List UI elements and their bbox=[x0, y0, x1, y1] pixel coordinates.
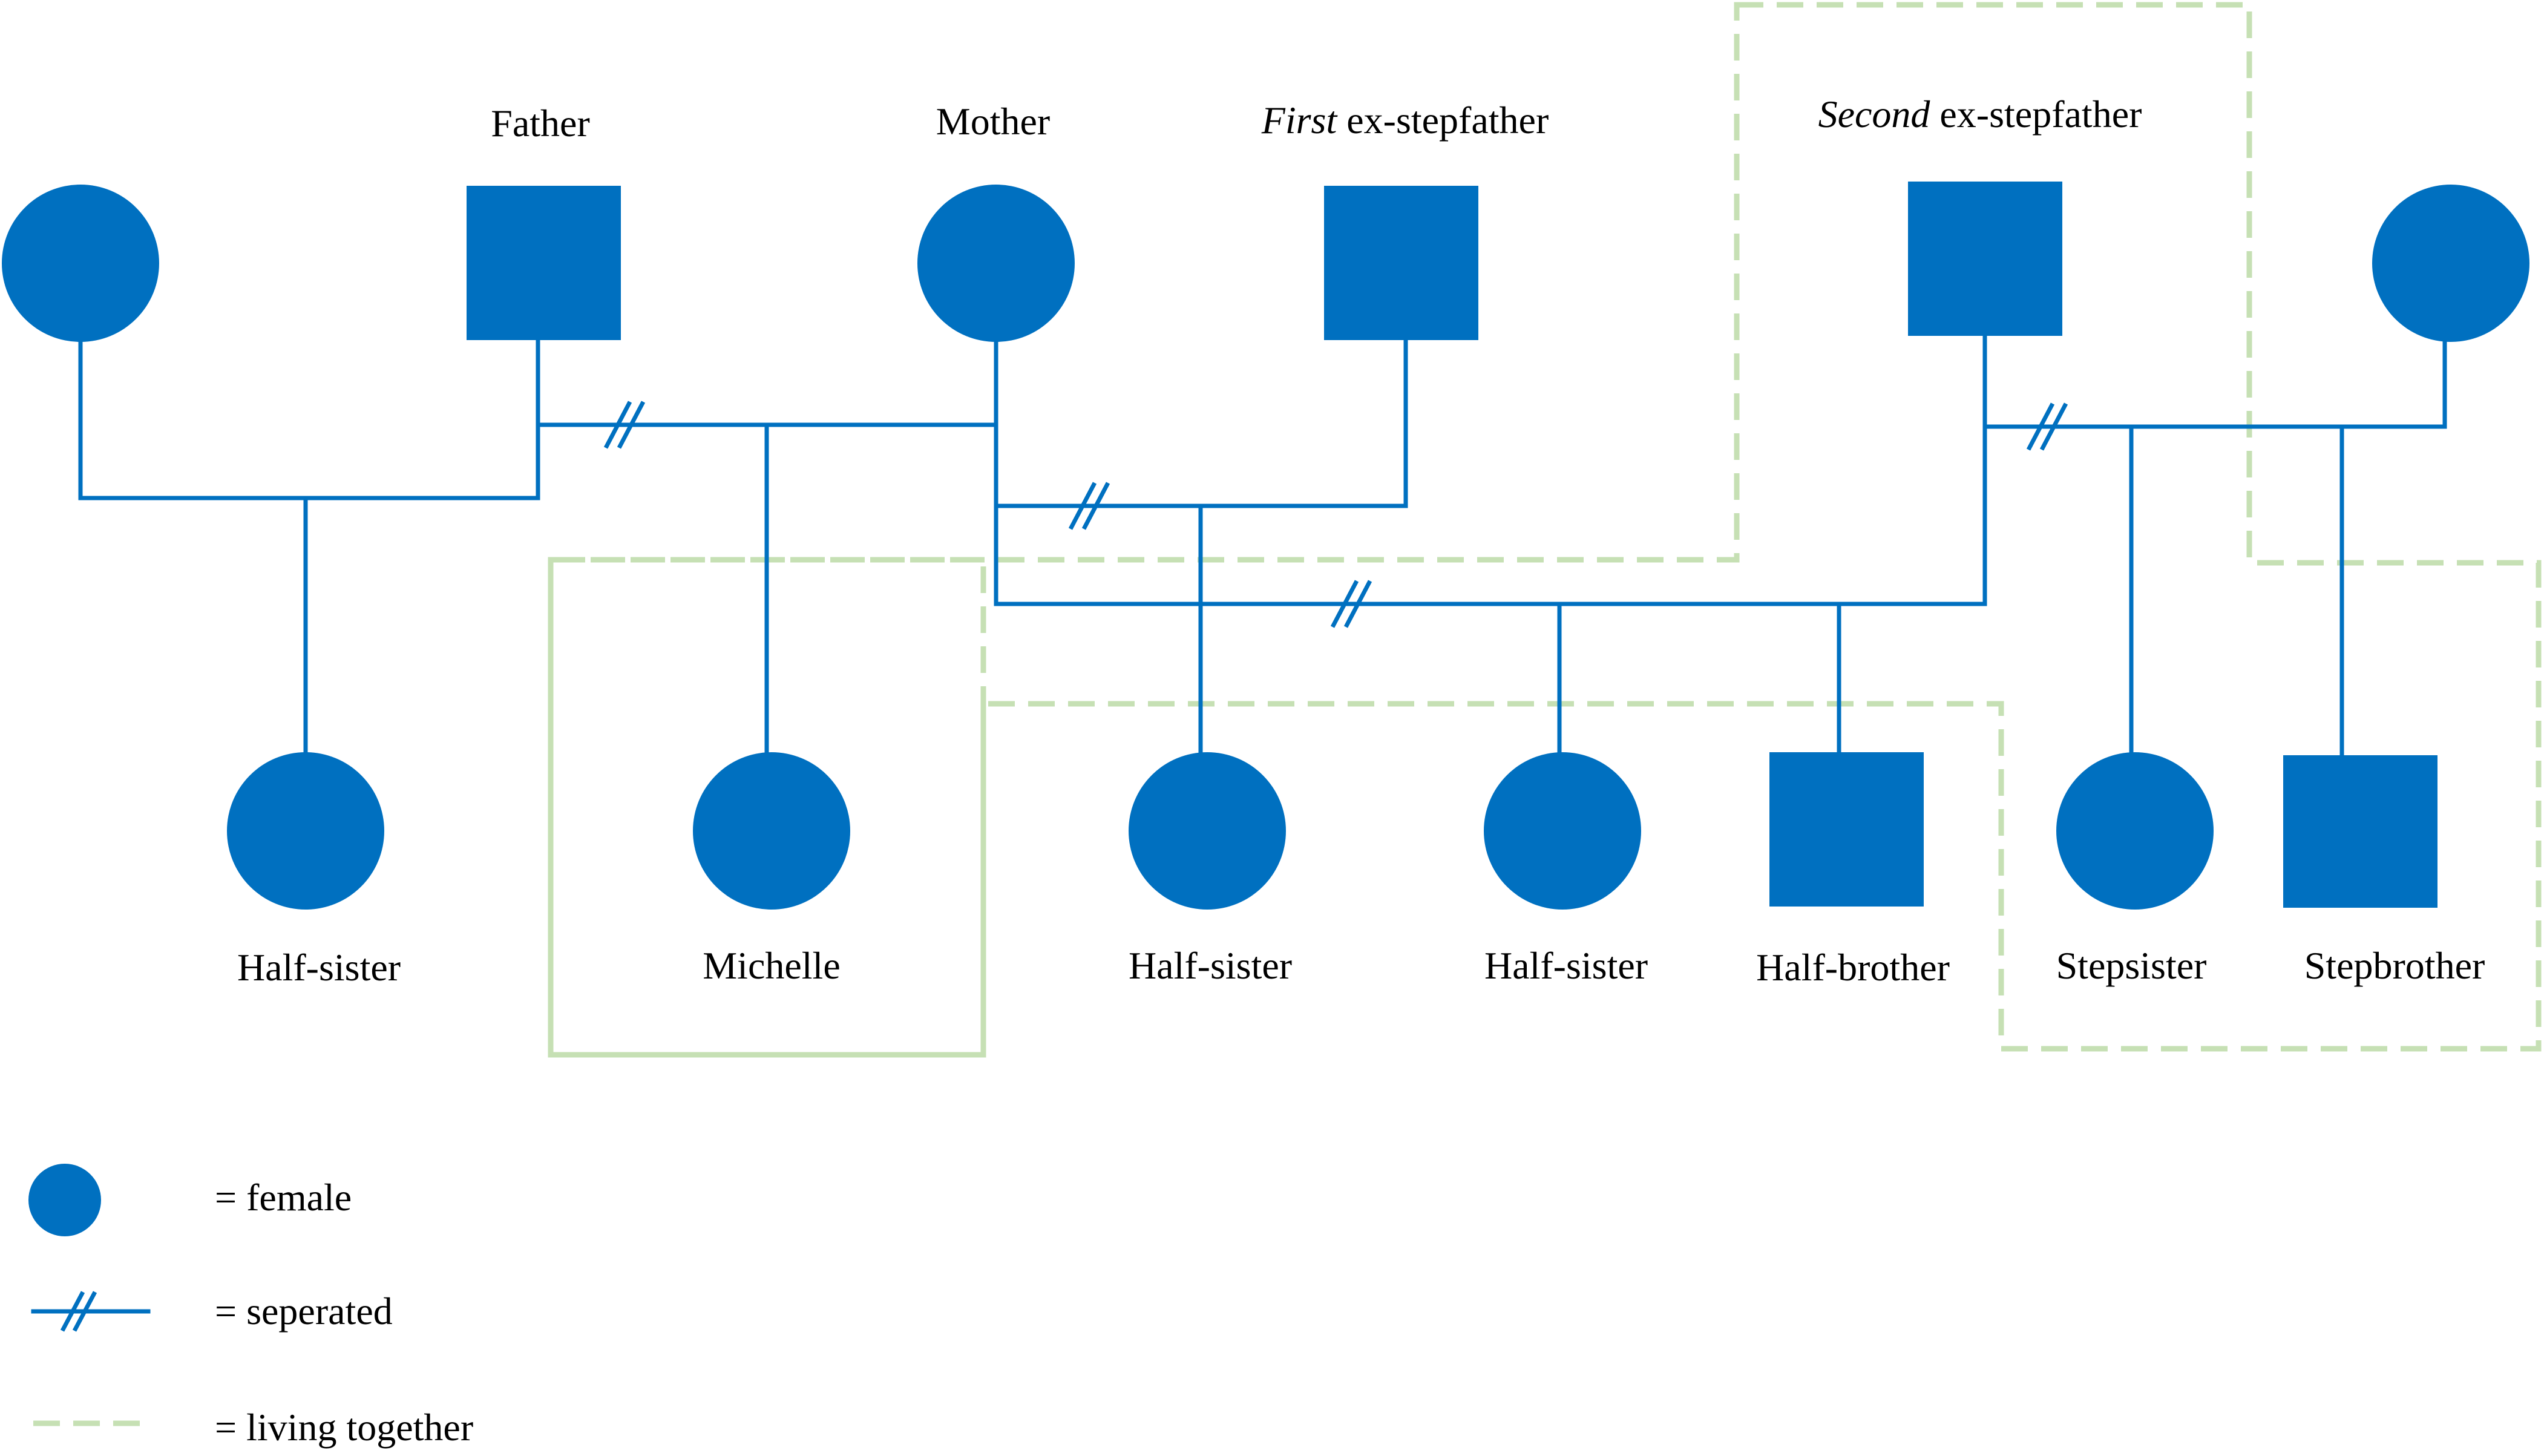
circle-icon bbox=[28, 1164, 101, 1236]
father-ex-partner-symbol bbox=[2, 185, 159, 342]
second-stepfather-partner-symbol bbox=[2372, 185, 2529, 342]
half-brother-label: Half-brother bbox=[1756, 946, 1950, 989]
half-sister-3-label: Half-sister bbox=[1484, 944, 1648, 987]
michelle-symbol bbox=[693, 752, 850, 910]
legend-living-together-text: = living together bbox=[215, 1406, 473, 1449]
legend: = female = seperated = living together bbox=[28, 1164, 473, 1449]
relationship-lines bbox=[78, 333, 2447, 758]
first-stepfather-symbol bbox=[1324, 186, 1478, 340]
father-symbol bbox=[467, 186, 621, 340]
legend-female-text: = female bbox=[215, 1176, 352, 1219]
first-stepfather-label: First ex-stepfather bbox=[1261, 99, 1549, 142]
stepbrother-label: Stepbrother bbox=[2304, 944, 2485, 987]
separation-marker-mother-first-stepfather bbox=[1068, 482, 1110, 530]
second-stepfather-symbol bbox=[1908, 182, 2062, 336]
michelle-label: Michelle bbox=[703, 944, 840, 987]
person-labels: Father Mother First ex-stepfather Second… bbox=[237, 93, 2485, 989]
couple-line-mother-first-stepfather bbox=[994, 338, 1408, 508]
parent-generation bbox=[2, 182, 2529, 342]
couple-line-second-stepfather-partner bbox=[1982, 339, 2447, 429]
mother-label: Mother bbox=[936, 100, 1050, 143]
separated-line-icon bbox=[31, 1291, 151, 1332]
stepsister-label: Stepsister bbox=[2056, 944, 2207, 987]
couple-line-mother-second-stepfather bbox=[994, 333, 1987, 606]
mother-symbol bbox=[917, 185, 1075, 342]
half-sister-1-label: Half-sister bbox=[237, 946, 401, 989]
stepbrother-symbol bbox=[2283, 755, 2437, 908]
separation-marker-father-mother bbox=[603, 401, 646, 449]
half-sister-2-label: Half-sister bbox=[1129, 944, 1292, 987]
separation-marker-mother-second-stepfather bbox=[1330, 580, 1372, 628]
half-sister-2-symbol bbox=[1129, 752, 1286, 910]
second-stepfather-label: Second ex-stepfather bbox=[1818, 93, 2142, 136]
household-boundaries bbox=[548, 2, 2542, 1058]
household-mother-second-stepfather bbox=[548, 2, 2542, 1058]
half-brother-symbol bbox=[1769, 752, 1924, 907]
separation-markers bbox=[603, 401, 2068, 628]
half-sister-1-symbol bbox=[227, 752, 384, 910]
stepsister-symbol bbox=[2056, 752, 2214, 910]
household-father-michelle bbox=[548, 557, 986, 1058]
separation-marker-second-stepfather-partner bbox=[2026, 402, 2068, 451]
half-sister-3-symbol bbox=[1484, 752, 1641, 910]
legend-separated-text: = seperated bbox=[215, 1290, 393, 1333]
father-label: Father bbox=[491, 102, 590, 145]
children-generation bbox=[227, 752, 2437, 910]
couple-line-father-partner bbox=[78, 333, 540, 500]
